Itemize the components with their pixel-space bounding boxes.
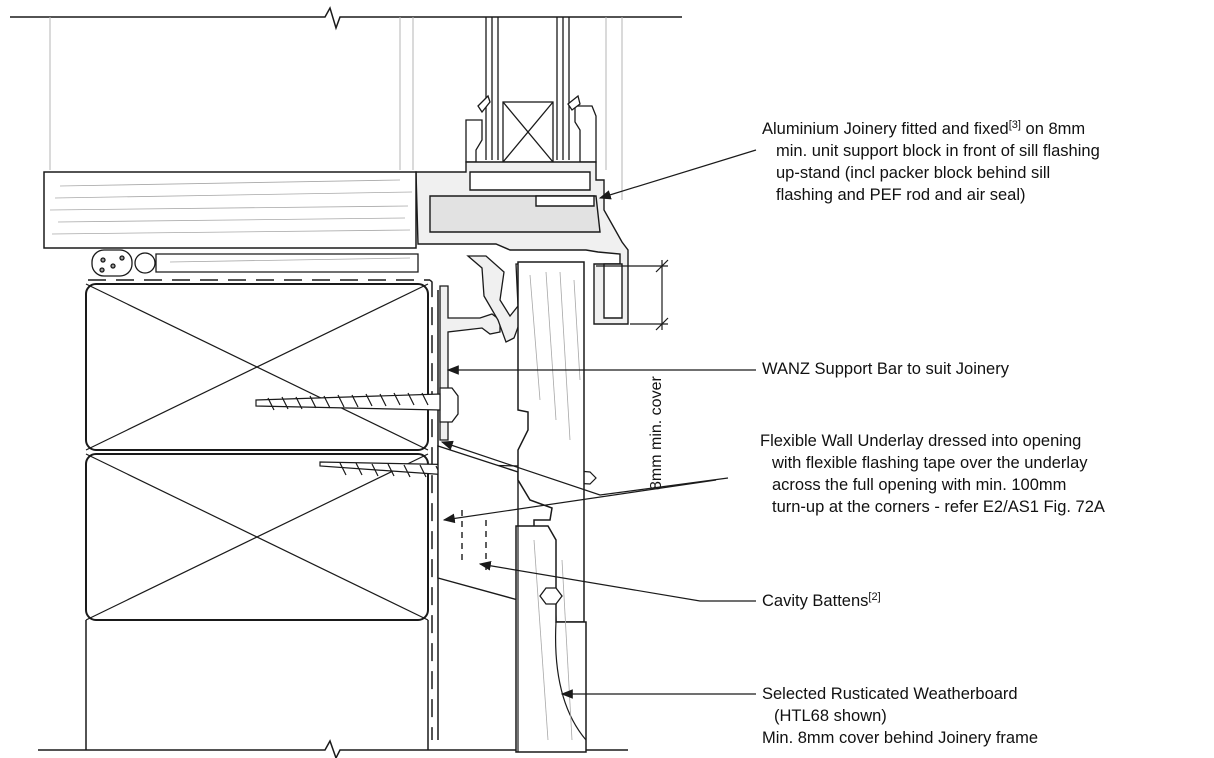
weatherboard-annotation: Selected Rusticated Weatherboard (HTL68 … [762, 683, 1038, 749]
underlay-annotation: Flexible Wall Underlay dressed into open… [760, 430, 1105, 518]
interior-lining-lines [49, 17, 623, 200]
underlay-annotation-line-2: with flexible flashing tape over the und… [772, 454, 1088, 472]
weatherboard-annotation-line-2: (HTL68 shown) [774, 707, 887, 725]
battens-annotation: Cavity Battens[2] [762, 590, 881, 612]
joinery-annotation-line-1: Aluminium Joinery fitted and fixed[3] on… [762, 119, 1086, 139]
packer-block [155, 253, 419, 273]
weatherboard-annotation-line-3: Min. 8mm cover behind Joinery frame [762, 729, 1039, 747]
weatherboard-annotation-line-1: Selected Rusticated Weatherboard [762, 685, 1018, 703]
cavity-batten [437, 445, 519, 601]
wanz-support-bar [439, 255, 529, 441]
joinery-annotation-line-4: flashing and PEF rod and air seal) [776, 186, 1026, 204]
lower-framing [85, 453, 429, 750]
cover-dimension-line [596, 259, 669, 331]
cover-dimension-text: 8mm min. cover [648, 376, 665, 490]
support-bar-annotation-line-1: WANZ Support Bar to suit Joinery [762, 360, 1009, 378]
glazing-unit [485, 17, 570, 163]
interior-timber-sill [43, 171, 417, 249]
support-bar-annotation: WANZ Support Bar to suit Joinery [762, 358, 1009, 380]
underlay-annotation-line-3: across the full opening with min. 100mm [772, 476, 1067, 494]
joinery-annotation: Aluminium Joinery fitted and fixed[3] on… [762, 118, 1100, 206]
joinery-annotation-line-3: up-stand (incl packer block behind sill [776, 164, 1051, 182]
pef-rod-and-air-seal [91, 249, 156, 277]
aluminium-joinery-frame [415, 161, 629, 325]
top-break-line [10, 6, 682, 31]
hex-nail-fixing [539, 587, 563, 605]
underlay-annotation-line-4: turn-up at the corners - refer E2/AS1 Fi… [772, 498, 1105, 516]
leader-lines [440, 149, 757, 699]
bottom-break-line [38, 739, 628, 758]
battens-annotation-line-1: Cavity Battens[2] [762, 591, 881, 611]
joinery-annotation-line-2: min. unit support block in front of sill… [776, 142, 1100, 160]
sill-trimmer [85, 283, 429, 451]
rusticated-weatherboard [515, 261, 587, 753]
underlay-annotation-line-1: Flexible Wall Underlay dressed into open… [760, 432, 1082, 450]
